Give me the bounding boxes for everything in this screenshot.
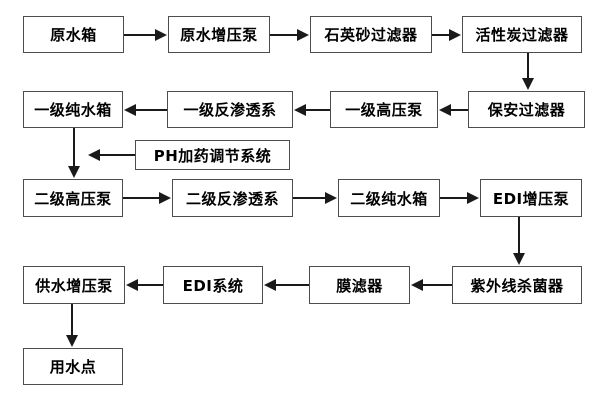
node-edi-booster-pump: EDI增压泵: [480, 179, 582, 217]
node-activated-carbon-filter: 活性炭过滤器: [462, 16, 582, 53]
node-stage2-high-pressure-pump: 二级高压泵: [23, 179, 123, 217]
node-water-supply-booster-pump: 供水增压泵: [23, 266, 125, 304]
node-stage2-pure-water-tank: 二级纯水箱: [338, 179, 440, 217]
node-quartz-sand-filter: 石英砂过滤器: [310, 16, 432, 53]
node-water-use-point: 用水点: [23, 348, 123, 385]
node-edi-system: EDI系统: [163, 266, 263, 304]
node-ph-dosing-system: PH加药调节系统: [135, 140, 290, 170]
node-stage1-ro-system: 一级反渗透系: [167, 91, 293, 128]
node-security-filter: 保安过滤器: [468, 91, 585, 128]
node-stage1-high-pressure-pump: 一级高压泵: [330, 91, 438, 128]
node-raw-water-tank: 原水箱: [23, 16, 124, 53]
node-stage2-ro-system: 二级反渗透系: [172, 179, 293, 217]
node-stage1-pure-water-tank: 一级纯水箱: [23, 91, 123, 128]
node-raw-water-booster-pump: 原水增压泵: [168, 16, 270, 53]
node-membrane-filter: 膜滤器: [309, 266, 410, 304]
node-uv-sterilizer: 紫外线杀菌器: [452, 266, 582, 304]
